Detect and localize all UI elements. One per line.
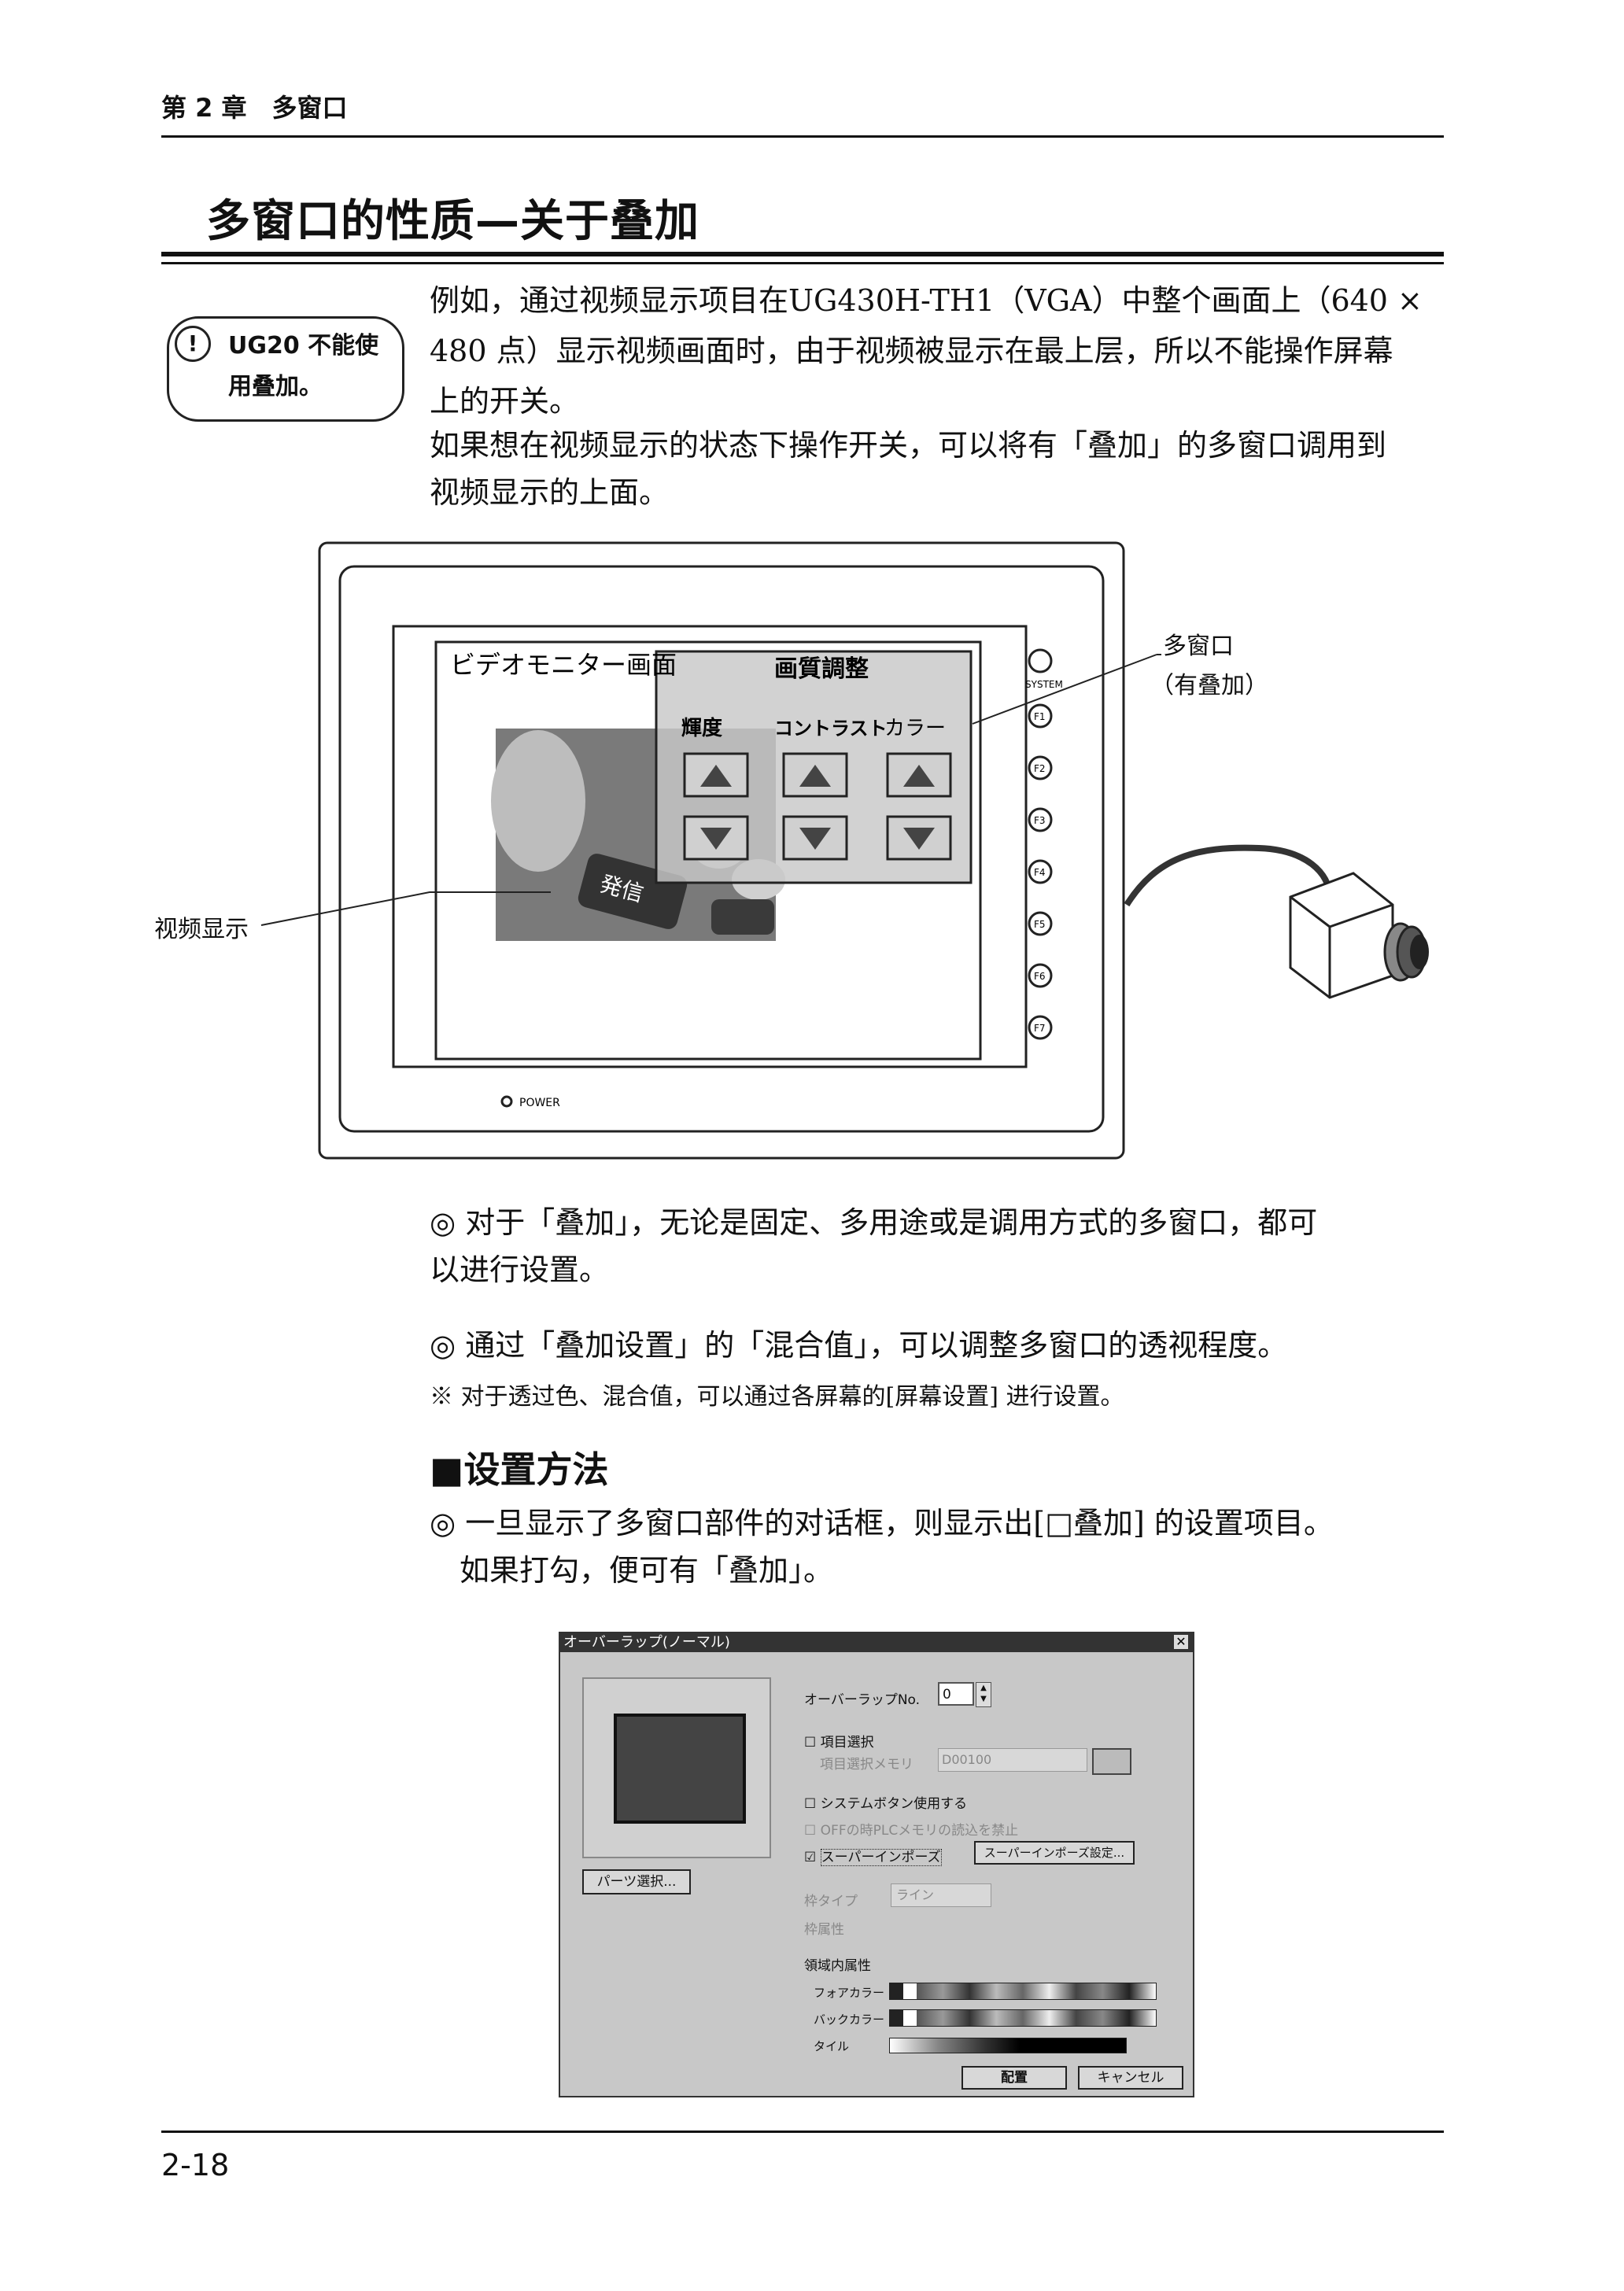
item-select-label: 項目選択 [820, 1735, 874, 1751]
system-button-checkbox-row[interactable]: ☐ システムボタン使用する [804, 1796, 968, 1812]
down-button-brightness [683, 815, 749, 861]
method-line-1: ◎ 一旦显示了多窗口部件的对话框，则显示出[□叠加] 的设置项目。 [430, 1506, 1334, 1540]
intro-line-1: 例如，通过视频显示项目在UG430H-TH1（VGA）中整个画面上（640 × [430, 283, 1423, 318]
item-memory-label: 項目選択メモリ [820, 1757, 914, 1773]
dialog-titlebar: オーバーラップ(ノーマル) ✕ [560, 1633, 1193, 1652]
overlap-no-spinner[interactable]: ▲▼ [976, 1682, 991, 1707]
device-figure: 発信 ビデオモニター画面 画質調整 輝度 コントラスト カラー SYSTEM [318, 541, 1125, 1160]
cancel-button[interactable]: キャンセル [1078, 2066, 1183, 2090]
fkey-label-7: F7 [1034, 1023, 1046, 1034]
down-button-contrast [782, 815, 848, 861]
item-select-checkbox-row[interactable]: ☐ 項目選択 [804, 1735, 874, 1751]
window-title: 画質調整 [774, 655, 869, 683]
tile-palette[interactable] [889, 2038, 1127, 2053]
callout-line-video [260, 891, 551, 926]
intro-line-2: 480 点）显示视频画面时，由于视频被显示在最上层，所以不能操作屏幕 [430, 334, 1393, 368]
preview-window [614, 1714, 746, 1824]
bullet-1-line-2: 以进行设置。 [430, 1252, 610, 1287]
method-line-2: 如果打勾，便可有「叠加」。 [430, 1553, 834, 1588]
system-label: SYSTEM [1025, 679, 1063, 690]
note-box [167, 316, 404, 422]
frame-type-select[interactable]: ライン [891, 1883, 991, 1907]
up-button-brightness [683, 752, 749, 798]
system-key [1028, 648, 1053, 673]
title-rule-thin [161, 262, 1444, 264]
footer-rule [161, 2131, 1444, 2133]
up-button-color [886, 752, 952, 798]
screen-title: ビデオモニター画面 [450, 650, 677, 680]
dialog-title: オーバーラップ(ノーマル) [563, 1634, 730, 1651]
bullet-1-line-1: ◎ 对于「叠加」，无论是固定、多用途或是调用方式的多窗口，都可 [430, 1205, 1318, 1240]
up-button-contrast [782, 752, 848, 798]
overlap-no-label: オーバーラップNo. [804, 1692, 921, 1708]
superimpose-label: スーパーインポーズ [820, 1849, 942, 1866]
overlap-no-input[interactable]: 0 [938, 1682, 974, 1706]
fkey-label-3: F3 [1034, 815, 1046, 826]
keypad-icon[interactable] [1092, 1748, 1131, 1775]
camera-cable [1124, 844, 1333, 907]
fore-color-palette[interactable] [889, 1983, 1157, 2000]
system-button-label: システムボタン使用する [820, 1796, 968, 1812]
bullet-2: ◎ 通过「叠加设置」的「混合值」，可以调整多窗口的透视程度。 [430, 1328, 1288, 1363]
parts-select-button[interactable]: パーツ選択... [582, 1869, 691, 1894]
intro-line-5: 视频显示的上面。 [430, 475, 670, 510]
intro-line-3: 上的开关。 [430, 384, 580, 419]
overlap-dialog: オーバーラップ(ノーマル) ✕ パーツ選択... オーバーラップNo. 0 ▲▼… [559, 1632, 1194, 2097]
section-title: 多窗口的性质—关于叠加 [206, 196, 699, 247]
title-rule-thick [161, 252, 1444, 256]
down-button-color [886, 815, 952, 861]
fkey-label-5: F5 [1034, 919, 1046, 930]
exclamation-icon: ! [175, 326, 211, 362]
method-heading: ■设置方法 [430, 1448, 609, 1491]
power-label: POWER [519, 1097, 560, 1109]
close-icon[interactable]: ✕ [1174, 1635, 1188, 1649]
header-rule [161, 135, 1444, 138]
fore-color-label: フォアカラー [814, 1986, 885, 2000]
off-plc-checkbox-row[interactable]: ☐ OFFの時PLCメモリの読込を禁止 [804, 1823, 1019, 1839]
back-color-label: バックカラー [814, 2012, 885, 2027]
video-key-3 [711, 899, 774, 935]
column-brightness: 輝度 [681, 716, 722, 740]
function-keys [1028, 703, 1053, 1040]
chapter-header: 第 2 章 多窗口 [161, 93, 348, 123]
intro-line-4: 如果想在视频显示的状态下操作开关，可以将有「叠加」的多窗口调用到 [430, 428, 1387, 463]
camera-icon [1289, 872, 1429, 999]
callout-line-overlay [972, 654, 1157, 725]
fkey-label-2: F2 [1034, 763, 1046, 774]
fkey-label-1: F1 [1034, 711, 1046, 722]
video-highlight [491, 730, 585, 872]
off-plc-label: OFFの時PLCメモリの読込を禁止 [820, 1823, 1019, 1839]
back-color-palette[interactable] [889, 2009, 1157, 2027]
area-attr-label: 領域内属性 [804, 1958, 871, 1974]
fkey-label-6: F6 [1034, 971, 1046, 982]
note-text: UG20 不能使用叠加。 [228, 332, 379, 400]
callout-video: 视频显示 [154, 916, 249, 943]
device-drawing: 発信 ビデオモニター画面 画質調整 輝度 コントラスト カラー SYSTEM [318, 541, 1125, 1160]
item-memory-input[interactable]: D00100 [938, 1748, 1087, 1772]
fkey-label-4: F4 [1034, 867, 1046, 878]
page-number: 2-18 [161, 2148, 230, 2182]
column-color: カラー [884, 717, 946, 740]
power-led [500, 1095, 513, 1108]
column-contrast: コントラスト [774, 718, 888, 740]
tile-label: タイル [814, 2039, 850, 2053]
frame-type-label: 枠タイプ [804, 1894, 858, 1909]
callout-overlay-line2: （有叠加） [1150, 672, 1268, 699]
superimpose-checkbox-row[interactable]: ☑ スーパーインポーズ [804, 1849, 942, 1866]
preview-frame [582, 1677, 771, 1858]
frame-attr-label: 枠属性 [804, 1922, 844, 1938]
superimpose-setting-button[interactable]: スーパーインポーズ設定... [974, 1841, 1135, 1865]
ok-button[interactable]: 配置 [961, 2066, 1067, 2090]
callout-overlay-line1: 多窗口 [1163, 633, 1234, 660]
small-note: ※ 对于透过色、混合值，可以通过各屏幕的[屏幕设置] 进行设置。 [430, 1383, 1124, 1411]
